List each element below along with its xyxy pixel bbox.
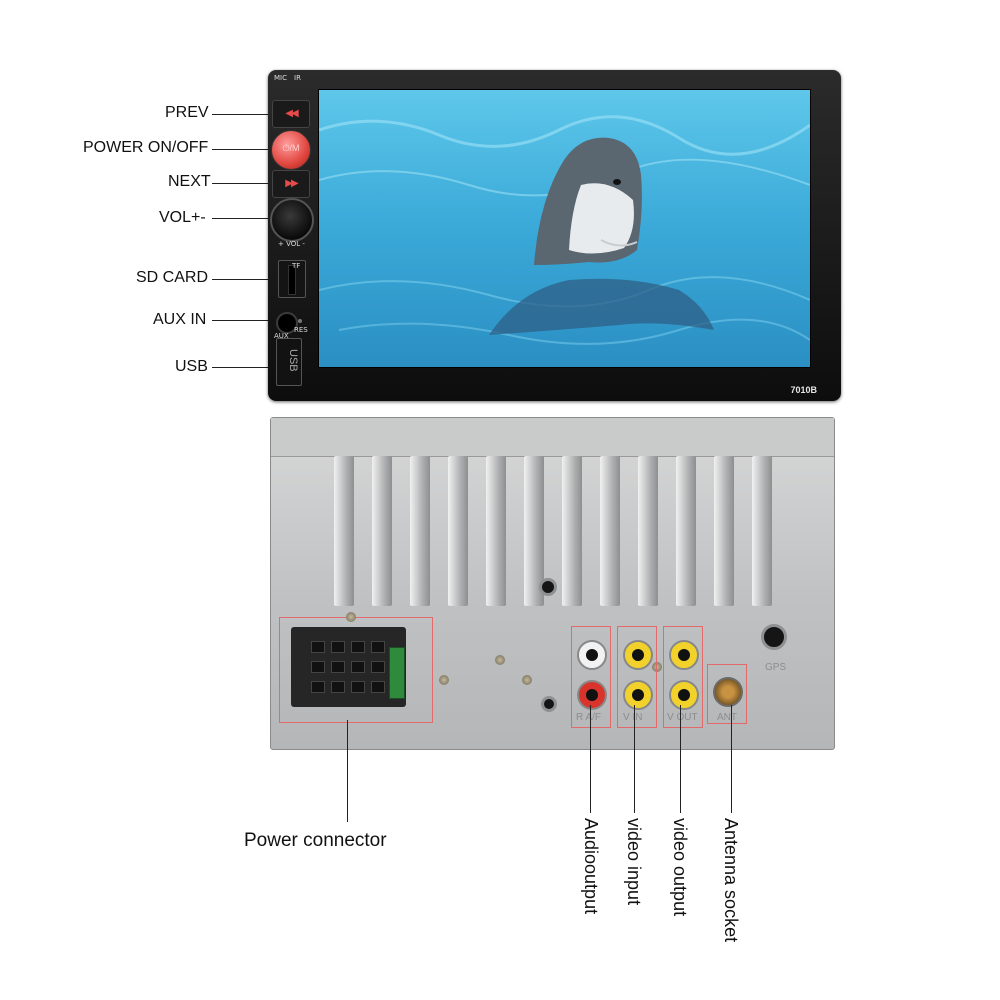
fuse	[389, 647, 405, 699]
audio-output-highlight	[571, 626, 611, 728]
leader-audio-output	[590, 705, 591, 813]
label-prev: PREV	[165, 104, 209, 121]
cooling-fin	[752, 456, 772, 606]
cooling-fin	[486, 456, 506, 606]
screw	[495, 655, 505, 665]
rear-top-plate	[271, 418, 834, 457]
label-audio-output: Audiooutput	[581, 818, 601, 915]
video-in-jack-1[interactable]	[623, 640, 653, 670]
label-video-output: video output	[670, 818, 690, 917]
power-connector[interactable]	[291, 627, 406, 707]
leader-antenna-socket	[731, 705, 732, 813]
cooling-fin	[410, 456, 430, 606]
mic-label: MIC	[274, 74, 287, 82]
next-icon: ▶▶	[285, 178, 298, 189]
mounting-hole	[541, 696, 557, 712]
video-out-text: V OUT	[667, 712, 698, 723]
video-out-jack-2[interactable]	[669, 680, 699, 710]
leader-power	[212, 149, 270, 150]
screw	[522, 675, 532, 685]
label-video-input: video input	[624, 818, 644, 906]
power-connector-highlight	[279, 617, 433, 723]
power-button-label: ⏻/M	[282, 143, 300, 153]
res-label: RES	[294, 326, 308, 334]
cooling-fin	[714, 456, 734, 606]
cooling-fin	[562, 456, 582, 606]
dolphin-image	[319, 90, 810, 367]
video-out-jack-1[interactable]	[669, 640, 699, 670]
cooling-fin	[676, 456, 696, 606]
cooling-fin	[448, 456, 468, 606]
label-power: POWER ON/OFF	[83, 139, 209, 156]
screw	[652, 662, 662, 672]
video-in-text: V IN	[623, 712, 643, 723]
audio-out-left-jack[interactable]	[577, 640, 607, 670]
antenna-highlight	[707, 664, 747, 724]
prev-button[interactable]: ◀◀	[272, 100, 310, 128]
prev-icon: ◀◀	[285, 108, 298, 119]
cooling-fin	[600, 456, 620, 606]
leader-next	[212, 183, 270, 184]
sd-card-slit	[288, 265, 296, 295]
cooling-fin	[372, 456, 392, 606]
video-in-jack-2[interactable]	[623, 680, 653, 710]
sd-card-slot[interactable]	[278, 260, 306, 298]
leader-video-input	[634, 705, 635, 813]
aux-label: AUX	[274, 332, 289, 340]
head-unit-rear: R A/F V IN V OUT ANT GPS	[270, 417, 835, 750]
leader-power-connector	[347, 720, 348, 822]
label-antenna-socket: Antenna socket	[721, 818, 741, 943]
leader-sd-card	[212, 279, 270, 280]
head-unit-front: MIC IR ◀◀ ⏻/M ▶▶ + VOL - TF AUX RES USB	[268, 70, 841, 401]
mounting-hole	[539, 578, 557, 596]
power-button[interactable]: ⏻/M	[271, 130, 311, 170]
label-usb: USB	[175, 358, 208, 375]
screw	[439, 675, 449, 685]
usb-port[interactable]: USB	[276, 338, 302, 386]
gps-text: GPS	[765, 662, 787, 673]
leader-usb	[212, 367, 270, 368]
leader-vol	[212, 218, 270, 219]
ir-label: IR	[294, 74, 301, 82]
cooling-fin	[638, 456, 658, 606]
ant-text: ANT	[717, 712, 737, 723]
cooling-fin	[334, 456, 354, 606]
leader-prev	[212, 114, 270, 115]
touchscreen-display[interactable]	[318, 89, 811, 368]
audio-out-text: R A/F	[576, 712, 602, 723]
label-vol: VOL+-	[159, 209, 206, 226]
video-output-highlight	[663, 626, 703, 728]
screw	[346, 612, 356, 622]
volume-knob[interactable]	[270, 198, 314, 242]
model-number: 7010B	[790, 385, 817, 395]
leader-aux-in	[212, 320, 270, 321]
usb-port-label: USB	[287, 349, 299, 372]
aux-in-jack[interactable]	[276, 312, 298, 334]
reset-button[interactable]	[298, 319, 302, 323]
tf-label: TF	[292, 262, 301, 270]
vol-knob-label: + VOL -	[278, 240, 305, 248]
label-aux-in: AUX IN	[153, 311, 207, 328]
audio-out-right-jack[interactable]	[577, 680, 607, 710]
next-button[interactable]: ▶▶	[272, 170, 310, 198]
label-next: NEXT	[168, 173, 211, 190]
leader-video-output	[680, 705, 681, 813]
video-input-highlight	[617, 626, 657, 728]
label-sd-card: SD CARD	[136, 269, 209, 286]
cooling-fin	[524, 456, 544, 606]
gps-jack[interactable]	[761, 624, 787, 650]
label-power-connector: Power connector	[244, 830, 387, 851]
front-control-panel: ◀◀ ⏻/M ▶▶ + VOL - TF AUX RES USB	[268, 70, 314, 401]
antenna-jack[interactable]	[713, 677, 743, 707]
